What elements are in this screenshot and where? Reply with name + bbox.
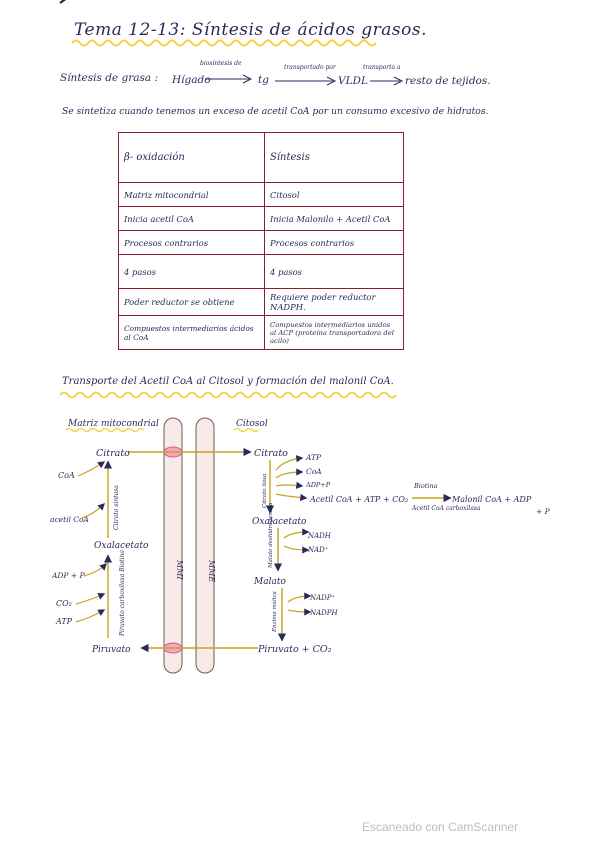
table-cell: Inicia acetil CoA xyxy=(118,206,265,231)
left-co2: CO₂ xyxy=(56,599,72,608)
line1-higado: Hígado xyxy=(172,74,211,86)
title-underline-wavy xyxy=(72,39,377,47)
right-malonil: Malonil CoA + ADP xyxy=(451,495,532,504)
left-acetilcoa: acetil CoA xyxy=(50,515,90,524)
page-title: Tema 12-13: Síntesis de ácidos grasos. xyxy=(74,20,428,40)
arrow-icon xyxy=(275,76,337,86)
right-nad: NAD⁺ xyxy=(307,546,329,554)
right-citrato-liasa: Citrato liasa xyxy=(262,474,268,508)
right-malato-dh: Malato deshidrogenasa xyxy=(268,503,274,569)
table-cell: Procesos contrarios xyxy=(118,230,265,255)
table-cell: Matriz mitocondrial xyxy=(118,182,265,207)
right-nadp: NADP⁺ xyxy=(309,594,336,602)
table-row: Inicia acetil CoA Inicia Malonilo + Acet… xyxy=(118,206,404,231)
scanner-watermark: Escaneado con CamScanner xyxy=(362,820,519,834)
right-biotina: Biotina xyxy=(413,482,438,490)
line1-resto: resto de tejidos. xyxy=(405,75,491,87)
line1-tg: tg xyxy=(258,74,269,86)
table-row: Procesos contrarios Procesos contrarios xyxy=(118,230,404,255)
comparison-table: β- oxidación Síntesis Matriz mitocondria… xyxy=(118,132,404,350)
membrane-mmi xyxy=(163,417,183,674)
right-plus-p: + P xyxy=(536,507,551,516)
section-heading: Transporte del Acetil CoA al Citosol y f… xyxy=(62,376,394,387)
right-citrato: Citrato xyxy=(254,448,288,459)
left-oxalacetato: Oxalacetato xyxy=(94,541,149,551)
label-mme: MME xyxy=(207,559,216,582)
line2-text: Se sintetiza cuando tenemos un exceso de… xyxy=(62,106,489,117)
right-acetilcoa-eq: Acetil CoA + ATP + CO₂ xyxy=(309,495,408,504)
table-cell: Compuestos intermediarios ácidos al CoA xyxy=(118,315,265,350)
arrow-icon xyxy=(370,76,404,86)
line1-arrow1-label: biosíntesis de xyxy=(200,60,242,67)
arrow-icon xyxy=(205,74,253,84)
table-cell: Compuestos intermediarios unidos al ACP … xyxy=(264,315,404,350)
right-oxalacetato: Oxalacetato xyxy=(252,517,307,527)
label-citosol: Citosol xyxy=(236,419,268,429)
table-cell: 4 pasos xyxy=(118,254,265,289)
table-row: 4 pasos 4 pasos xyxy=(118,254,404,289)
right-piruvato-co2: Piruvato + CO₂ xyxy=(257,644,332,655)
left-adp-p: ADP + P xyxy=(51,571,86,580)
line1-arrow3-label: transporta a xyxy=(363,64,401,71)
table-row: Poder reductor se obtiene Requiere poder… xyxy=(118,288,404,316)
corner-mark xyxy=(59,0,79,4)
label-matriz: Matriz mitocondrial xyxy=(67,419,159,429)
right-coa: CoA xyxy=(306,467,322,476)
table-cell: Inicia Malonilo + Acetil CoA xyxy=(264,206,404,231)
table-cell: Poder reductor se obtiene xyxy=(118,288,265,316)
left-coa: CoA xyxy=(58,471,75,480)
left-atp: ATP xyxy=(55,617,73,626)
table-cell: Requiere poder reductor NADPH. xyxy=(264,288,404,316)
right-nadh: NADH xyxy=(307,532,332,540)
table-header-beta: β- oxidación xyxy=(118,132,265,183)
right-enzima-malica: Enzima málica xyxy=(271,591,278,633)
right-adp-p: ADP+P xyxy=(305,481,331,489)
right-malato: Malato xyxy=(253,577,286,587)
right-acetilcoa-carboxilasa: Acetil CoA carboxilasa xyxy=(411,505,481,512)
left-piruvato-carboxilasa: Piruvato carboxilasa Biotina xyxy=(119,550,126,637)
label-mmi: MMI xyxy=(175,559,184,580)
left-citrato-sintasa: Citrato sintasa xyxy=(113,485,120,530)
table-row: Matriz mitocondrial Citosol xyxy=(118,182,404,207)
line1-prefix: Síntesis de grasa : xyxy=(60,72,159,84)
left-piruvato: Piruvato xyxy=(91,645,131,655)
citrate-shuttle-diagram: Matriz mitocondrial Citosol MMI MME Citr… xyxy=(50,417,551,674)
table-row: Compuestos intermediarios ácidos al CoA … xyxy=(118,315,404,350)
line1-vldl: VLDL xyxy=(338,75,368,87)
line1-arrow2-label: transportado por xyxy=(284,64,336,71)
table-cell: Citosol xyxy=(264,182,404,207)
table-cell: Procesos contrarios xyxy=(264,230,404,255)
right-nadph: NADPH xyxy=(309,609,339,617)
section-underline-wavy xyxy=(60,391,397,399)
right-atp: ATP xyxy=(305,453,322,462)
left-citrato: Citrato xyxy=(96,448,130,459)
membrane-mme xyxy=(195,417,215,674)
table-cell: 4 pasos xyxy=(264,254,404,289)
table-header-sintesis: Síntesis xyxy=(264,132,404,183)
